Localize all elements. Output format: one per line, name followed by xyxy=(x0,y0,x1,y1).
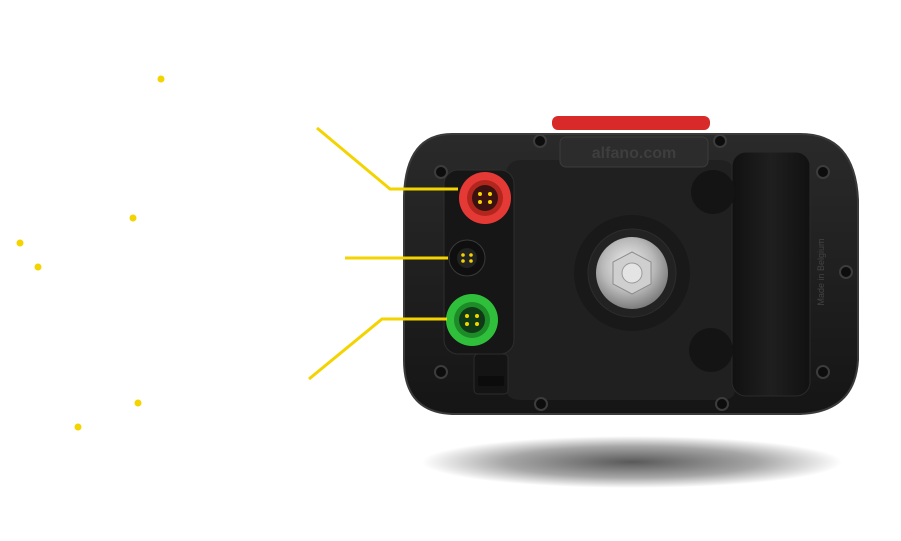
bolt-center xyxy=(621,262,643,284)
screw-icon xyxy=(816,365,830,379)
screw-icon xyxy=(534,397,548,411)
green-connector[interactable] xyxy=(446,294,498,346)
screw-icon xyxy=(816,165,830,179)
dot xyxy=(34,263,42,271)
leader-line-red xyxy=(316,126,458,191)
screw-icon xyxy=(715,397,729,411)
dot xyxy=(16,239,24,247)
screw-icon xyxy=(839,265,853,279)
dot xyxy=(157,75,165,83)
made-in-label: Made in Belgium xyxy=(816,238,826,305)
black-connector[interactable] xyxy=(448,239,486,277)
recess-bottom xyxy=(689,328,733,372)
brand-plate xyxy=(559,136,709,168)
dot xyxy=(129,214,137,222)
decorative-dots xyxy=(16,75,165,431)
recess-top xyxy=(691,170,735,214)
latch-slot xyxy=(478,376,504,386)
screw-icon xyxy=(434,165,448,179)
screw-icon xyxy=(533,134,547,148)
bottom-latch xyxy=(473,353,509,395)
device-shadow xyxy=(422,436,842,488)
leader-line-green xyxy=(308,317,447,381)
red-connector[interactable] xyxy=(459,172,511,224)
leader-lines xyxy=(308,126,458,381)
brand-label: alfano.com xyxy=(592,145,676,162)
screw-icon xyxy=(713,134,727,148)
red-top-edge xyxy=(552,116,710,130)
dot xyxy=(74,423,82,431)
screws xyxy=(434,134,853,411)
screw-icon xyxy=(434,365,448,379)
dot xyxy=(134,399,142,407)
side-grip xyxy=(731,151,811,397)
